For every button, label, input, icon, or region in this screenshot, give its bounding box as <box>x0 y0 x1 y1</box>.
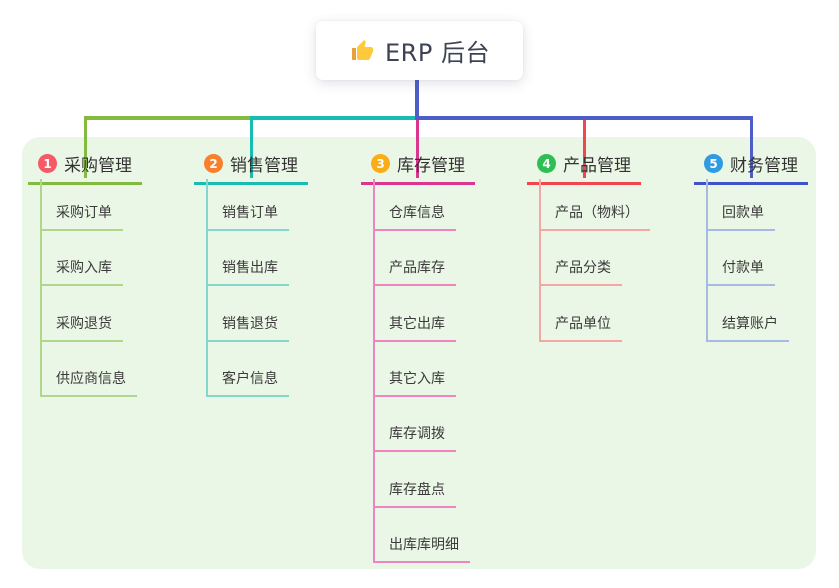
child-node[interactable]: 采购订单 <box>40 203 123 231</box>
connector-root-line <box>415 78 419 120</box>
child-node[interactable]: 采购入库 <box>40 258 123 286</box>
child-node[interactable]: 客户信息 <box>206 369 289 397</box>
branch-header[interactable]: 3 库存管理 <box>361 148 475 185</box>
child-node[interactable]: 库存调拨 <box>373 424 456 452</box>
thumbs-up-icon <box>349 39 375 63</box>
branch-child-line <box>706 179 708 342</box>
root-title: ERP 后台 <box>385 39 490 67</box>
branch-child-line <box>40 179 42 397</box>
branch-header[interactable]: 4 产品管理 <box>527 148 641 185</box>
connector-trunk-teal <box>250 116 419 120</box>
child-node[interactable]: 销售出库 <box>206 258 289 286</box>
branch-number-badge: 5 <box>704 154 723 173</box>
child-node[interactable]: 仓库信息 <box>373 203 456 231</box>
connector-drop-inventory <box>416 116 419 178</box>
branch-title: 销售管理 <box>230 156 298 176</box>
branch-number-badge: 4 <box>537 154 556 173</box>
connector-drop-sales <box>250 116 253 178</box>
child-node[interactable]: 产品库存 <box>373 258 456 286</box>
child-node[interactable]: 付款单 <box>706 258 775 286</box>
child-node[interactable]: 库存盘点 <box>373 480 456 508</box>
branch-header[interactable]: 1 采购管理 <box>28 148 142 185</box>
branch-number-badge: 1 <box>38 154 57 173</box>
connector-trunk-blue <box>415 116 753 120</box>
branch-number-badge: 3 <box>371 154 390 173</box>
mindmap-board <box>22 137 816 569</box>
child-node[interactable]: 销售订单 <box>206 203 289 231</box>
child-node[interactable]: 销售退货 <box>206 314 289 342</box>
child-node[interactable]: 其它入库 <box>373 369 456 397</box>
child-node[interactable]: 产品分类 <box>539 258 622 286</box>
child-node[interactable]: 结算账户 <box>706 314 789 342</box>
child-node[interactable]: 其它出库 <box>373 314 456 342</box>
branch-title: 采购管理 <box>64 156 132 176</box>
branch-product: 4 产品管理 产品（物料） 产品分类 产品单位 <box>527 148 697 578</box>
branch-title: 财务管理 <box>730 156 798 176</box>
branch-sales: 2 销售管理 销售订单 销售出库 销售退货 客户信息 <box>194 148 364 578</box>
child-node[interactable]: 出库库明细 <box>373 535 470 563</box>
branch-header[interactable]: 2 销售管理 <box>194 148 308 185</box>
connector-trunk-green <box>84 116 255 120</box>
child-node[interactable]: 采购退货 <box>40 314 123 342</box>
child-node[interactable]: 产品单位 <box>539 314 622 342</box>
branch-inventory: 3 库存管理 仓库信息 产品库存 其它出库 其它入库 库存调拨 库存盘点 出库库… <box>361 148 531 578</box>
branch-title: 产品管理 <box>563 156 631 176</box>
child-node[interactable]: 供应商信息 <box>40 369 137 397</box>
branch-child-line <box>373 179 375 563</box>
branch-number-badge: 2 <box>204 154 223 173</box>
child-node[interactable]: 产品（物料） <box>539 203 650 231</box>
branch-purchase: 1 采购管理 采购订单 采购入库 采购退货 供应商信息 <box>28 148 198 578</box>
connector-drop-product <box>583 116 586 178</box>
branch-child-line <box>539 179 541 342</box>
branch-header[interactable]: 5 财务管理 <box>694 148 808 185</box>
branch-finance: 5 财务管理 回款单 付款单 结算账户 <box>694 148 839 578</box>
connector-drop-purchase <box>84 116 87 178</box>
connector-drop-finance <box>750 116 753 178</box>
branch-child-line <box>206 179 208 397</box>
mindmap-root-node[interactable]: ERP 后台 <box>316 21 523 80</box>
child-node[interactable]: 回款单 <box>706 203 775 231</box>
branch-title: 库存管理 <box>397 156 465 176</box>
